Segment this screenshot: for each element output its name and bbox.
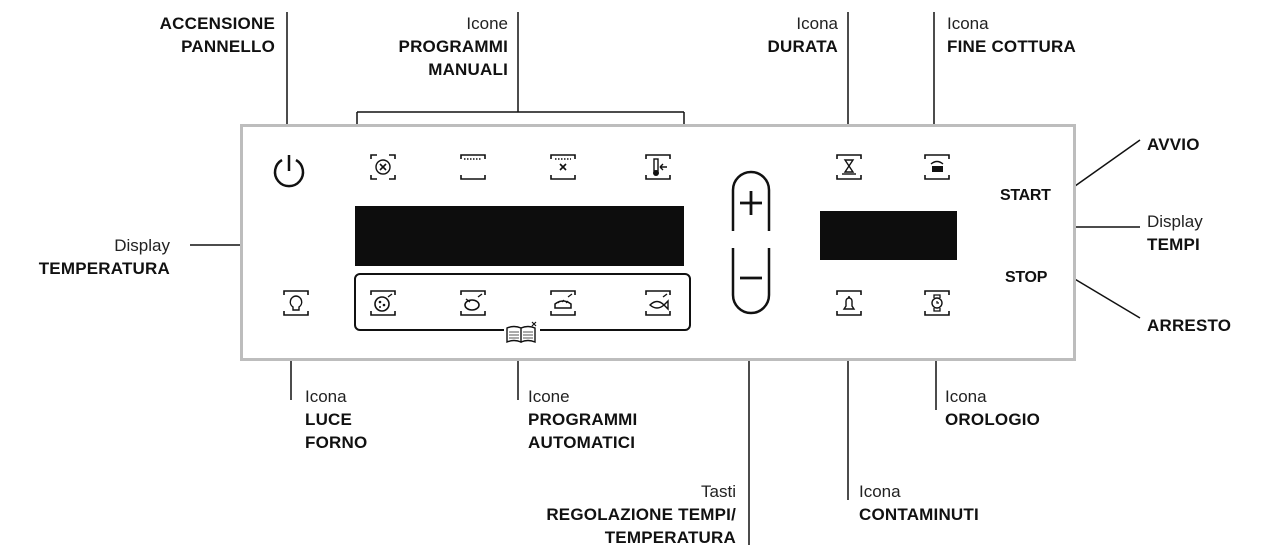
duration-label: Icona DURATA xyxy=(768,12,838,58)
end-cooking-line1: FINE COTTURA xyxy=(947,37,1076,56)
start-label-text: AVVIO xyxy=(1147,135,1200,154)
power-label-line2: PANNELLO xyxy=(181,37,275,56)
thermometer-icon xyxy=(645,154,671,180)
auto-programs-line2: AUTOMATICI xyxy=(528,433,636,452)
temperature-display-line1: TEMPERATURA xyxy=(38,259,170,278)
stop-label: ARRESTO xyxy=(1147,314,1231,337)
top-heat-icon xyxy=(460,154,486,180)
plus-icon xyxy=(731,170,771,231)
power-icon xyxy=(273,155,305,188)
minute-minder-line1: CONTAMINUTI xyxy=(859,505,979,524)
temperature-display xyxy=(355,206,684,266)
manual-programs-line1: PROGRAMMI xyxy=(398,37,508,56)
auto-programs-title: Icone xyxy=(528,387,570,406)
duration-title: Icona xyxy=(796,14,838,33)
start-button[interactable]: START xyxy=(1000,187,1051,204)
stop-label-text: ARRESTO xyxy=(1147,316,1232,335)
pizza-icon xyxy=(370,290,396,316)
end-cooking-icon xyxy=(924,154,950,180)
time-display-line1: TEMPI xyxy=(1147,235,1200,254)
plus-key[interactable] xyxy=(730,169,772,233)
roast-icon xyxy=(460,290,486,316)
power-button[interactable] xyxy=(270,151,308,189)
minute-minder-title: Icona xyxy=(859,482,901,501)
control-panel: START STOP xyxy=(240,124,1076,361)
manual-program-button-4[interactable] xyxy=(643,152,673,182)
power-label-line1: ACCENSIONE xyxy=(159,14,275,33)
duration-line1: DURATA xyxy=(767,37,838,56)
end-cooking-title: Icona xyxy=(947,14,989,33)
stop-button[interactable]: STOP xyxy=(1005,269,1048,286)
recipe-book-icon xyxy=(504,320,540,346)
auto-program-button-3[interactable] xyxy=(548,288,578,318)
manual-program-button-3[interactable] xyxy=(548,152,578,182)
temperature-display-label: Display TEMPERATURA xyxy=(39,234,170,280)
fan-icon xyxy=(370,154,396,180)
oven-light-button[interactable] xyxy=(281,288,311,318)
fish-icon xyxy=(645,290,671,316)
clock-label: Icona OROLOGIO xyxy=(945,385,1040,431)
adjust-keys-line1: REGOLAZIONE TEMPI/ xyxy=(546,505,736,524)
auto-program-button-1[interactable] xyxy=(368,288,398,318)
minus-key[interactable] xyxy=(730,246,772,316)
oven-light-label: Icona LUCE FORNO xyxy=(305,385,367,454)
manual-program-button-1[interactable] xyxy=(368,152,398,182)
manual-programs-label: Icone PROGRAMMI MANUALI xyxy=(399,12,508,81)
auto-programs-line1: PROGRAMMI xyxy=(528,410,638,429)
oven-light-line1: LUCE xyxy=(305,410,353,429)
auto-program-button-2[interactable] xyxy=(458,288,488,318)
clock-title: Icona xyxy=(945,387,987,406)
adjust-keys-label: Tasti REGOLAZIONE TEMPI/ TEMPERATURA xyxy=(546,480,736,549)
auto-program-button-4[interactable] xyxy=(643,288,673,318)
hourglass-icon xyxy=(836,154,862,180)
duration-button[interactable] xyxy=(834,152,864,182)
time-display xyxy=(820,211,957,260)
minus-icon xyxy=(731,248,771,315)
bread-icon xyxy=(550,290,576,316)
minute-minder-button[interactable] xyxy=(834,288,864,318)
wristwatch-icon xyxy=(924,290,950,316)
grill-fan-icon xyxy=(550,154,576,180)
power-label: ACCENSIONE PANNELLO xyxy=(160,12,275,58)
end-cooking-label: Icona FINE COTTURA xyxy=(947,12,1076,58)
bell-icon xyxy=(836,290,862,316)
adjust-keys-line2: TEMPERATURA xyxy=(604,528,736,547)
temperature-display-title: Display xyxy=(114,236,170,255)
light-bulb-icon xyxy=(283,290,309,316)
time-display-label: Display TEMPI xyxy=(1147,210,1203,256)
oven-light-line2: FORNO xyxy=(305,433,368,452)
manual-program-button-2[interactable] xyxy=(458,152,488,182)
manual-programs-line2: MANUALI xyxy=(428,60,508,79)
minute-minder-label: Icona CONTAMINUTI xyxy=(859,480,979,526)
end-cooking-button[interactable] xyxy=(922,152,952,182)
oven-light-title: Icona xyxy=(305,387,347,406)
time-display-title: Display xyxy=(1147,212,1203,231)
clock-line1: OROLOGIO xyxy=(945,410,1041,429)
clock-button[interactable] xyxy=(922,288,952,318)
manual-programs-title: Icone xyxy=(466,14,508,33)
auto-programs-label: Icone PROGRAMMI AUTOMATICI xyxy=(528,385,637,454)
start-label: AVVIO xyxy=(1147,133,1200,156)
adjust-keys-title: Tasti xyxy=(701,482,736,501)
